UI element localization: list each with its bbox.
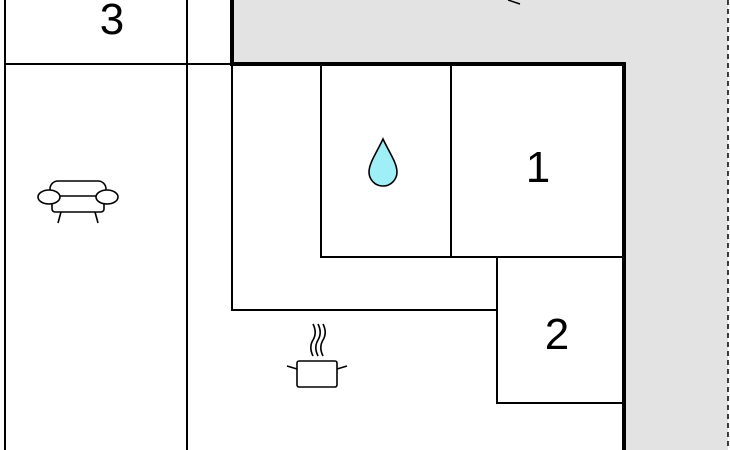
- bedroom-2-walls: [496, 257, 624, 404]
- sofa-icon: [37, 180, 119, 224]
- cooking-pot-icon: [286, 323, 348, 388]
- bedroom-2-number: 2: [545, 310, 569, 359]
- outdoor-area: [232, 0, 728, 450]
- bedroom-3-number: 3: [100, 0, 124, 44]
- outdoor-edge-mark: [507, 0, 521, 5]
- bathroom-walls: [320, 64, 624, 258]
- bedroom-1-number: 1: [526, 143, 550, 192]
- exterior-wall: [230, 0, 626, 450]
- water-drop-icon: [368, 137, 398, 187]
- hall-wall: [231, 64, 497, 311]
